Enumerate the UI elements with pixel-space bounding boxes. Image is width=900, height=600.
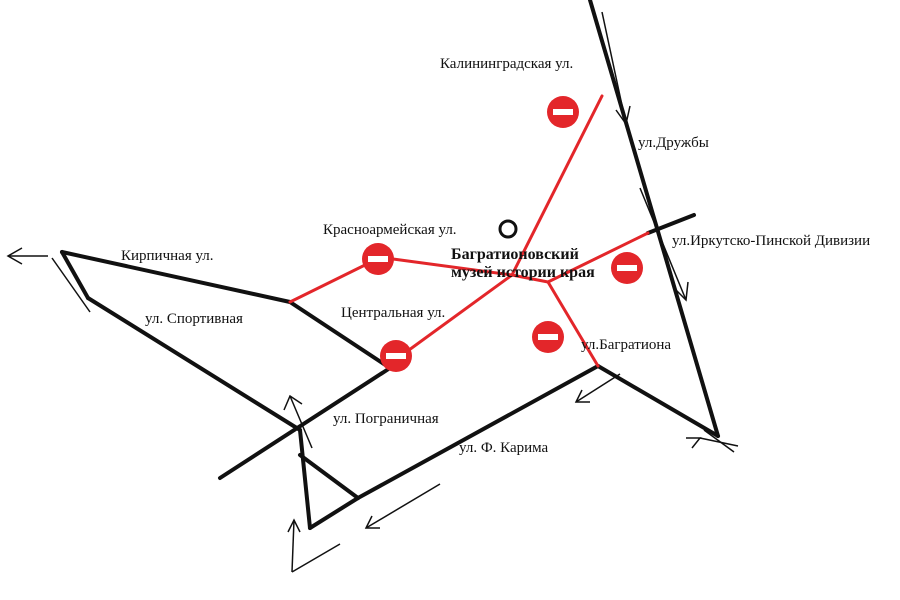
arrow-bagrationa-icon [574, 373, 621, 403]
arrow-kirpichnaya-icon [6, 247, 91, 313]
direction-arrows [6, 11, 739, 573]
road-segment-central-south [288, 300, 392, 370]
museum-label-line2: музей истории края [451, 263, 595, 281]
closed-tsentralnaya [396, 273, 514, 360]
label-krasnoarmeyskaya: Красноармейская ул. [323, 222, 457, 238]
label-kaliningradskaya: Калининградская ул. [440, 56, 574, 72]
label-irkutsko-pinskoy: ул.Иркутско-Пинской Дивизии [672, 233, 871, 249]
label-druzhby: ул.Дружбы [638, 135, 709, 151]
road-sportivnaya-north [60, 250, 90, 300]
road-irkutsko-pinskoy [646, 213, 696, 235]
label-bagrationa: ул.Багратиона [581, 337, 672, 353]
road-kirpichnaya [60, 250, 292, 304]
closed-krasnoarmeyskaya [391, 257, 514, 277]
closed-museum-link [510, 273, 550, 284]
museum-label: Багратионовский музей истории края [451, 246, 595, 281]
museum-label-line1: Багратионовский [451, 246, 579, 263]
road-sportivnaya [86, 296, 302, 432]
road-bagrationa-diagonal [596, 364, 720, 438]
road-loop-link [298, 453, 360, 500]
closed-irkutsko-pinskoy [546, 231, 650, 284]
no-entry-icon [611, 252, 643, 284]
museum-marker-icon [498, 219, 518, 239]
label-karima: ул. Ф. Карима [459, 440, 549, 456]
no-entry-icon [532, 321, 564, 353]
road-pogranichnaya-south [298, 428, 312, 530]
arrow-south-loop-icon [287, 518, 341, 573]
label-pogranichnaya: ул. Пограничная [333, 411, 439, 427]
no-entry-icon [362, 243, 394, 275]
road-pogranichnaya [218, 366, 392, 480]
label-kirpichnaya: Кирпичная ул. [121, 248, 214, 264]
closed-kirpichnaya-link [288, 263, 367, 304]
closed-kaliningradskaya [510, 94, 604, 277]
label-sportivnaya: ул. Спортивная [145, 311, 243, 327]
label-tsentralnaya: Центральная ул. [341, 305, 446, 321]
road-druzhby [588, 0, 720, 438]
closed-bagrationa [546, 280, 600, 368]
arrow-pogranichnaya-icon [283, 394, 313, 449]
arrow-karima-icon [364, 483, 441, 529]
arrow-druzhby-bottom-icon [686, 429, 739, 453]
no-entry-icon [547, 96, 579, 128]
black-roads [60, 0, 720, 530]
no-entry-icon [380, 340, 412, 372]
closed-roads [288, 94, 650, 368]
road-loop-bottom [308, 496, 360, 530]
arrow-druzhby-top-icon [601, 11, 631, 126]
arrow-druzhby-mid-icon [639, 187, 689, 302]
road-karima [356, 364, 600, 500]
